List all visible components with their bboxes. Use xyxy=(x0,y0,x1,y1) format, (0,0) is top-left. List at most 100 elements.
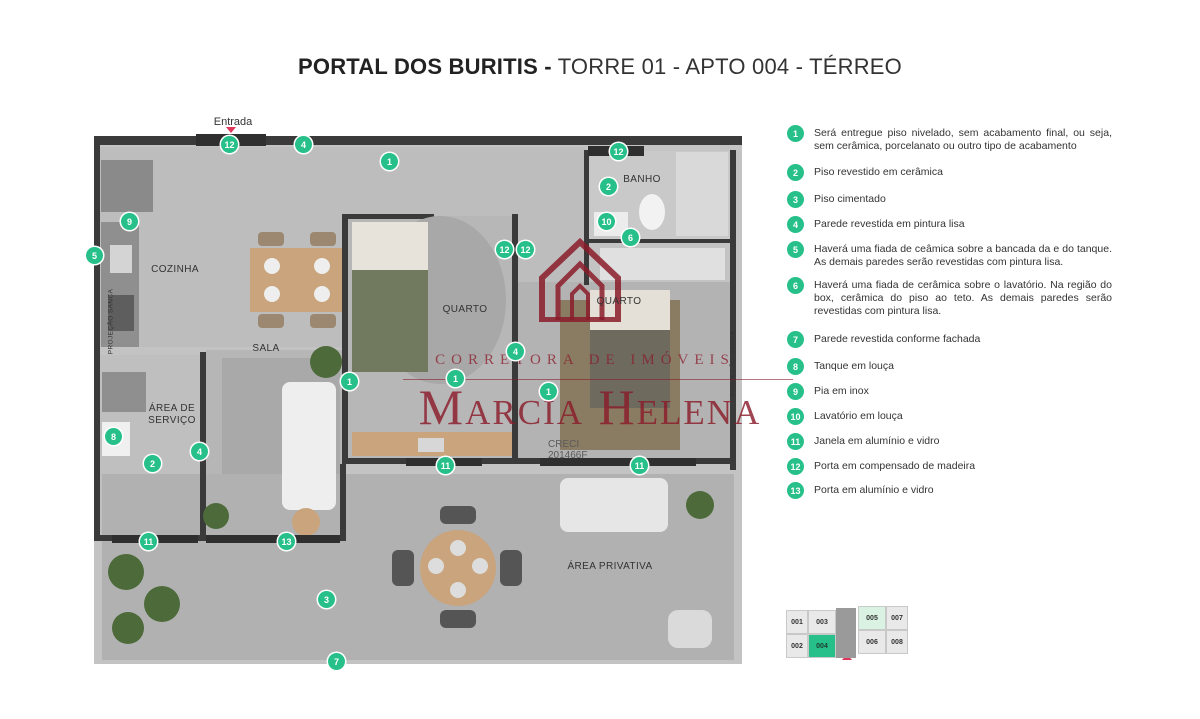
plan-marker: 1 xyxy=(540,383,557,400)
legend-item: 12 Porta em compensado de madeira xyxy=(787,458,1112,475)
unit-008: 008 xyxy=(886,630,908,654)
plan-marker: 4 xyxy=(507,343,524,360)
legend-marker: 9 xyxy=(787,383,804,400)
legend-text: Tanque em louça xyxy=(814,360,894,372)
room-label-banho: BANHO xyxy=(623,174,661,185)
unit-003: 003 xyxy=(808,610,836,634)
legend-marker: 5 xyxy=(787,241,804,258)
plan-marker: 1 xyxy=(341,373,358,390)
room-label-quarto-2: QUARTO xyxy=(596,296,642,307)
plan-marker: 12 xyxy=(496,241,513,258)
plan-marker: 12 xyxy=(517,241,534,258)
patio-chairs xyxy=(392,506,522,628)
plan-marker: 9 xyxy=(121,213,138,230)
projecao-sanca-left: PROJEÇÃO SANCA xyxy=(107,288,115,355)
legend-text: Será entregue piso nivelado, sem acabame… xyxy=(814,127,1112,152)
patio-plates xyxy=(428,540,488,598)
dining-chairs xyxy=(258,232,336,328)
washing-machine xyxy=(102,372,146,412)
legend-text: Piso revestido em cerâmica xyxy=(814,166,943,178)
legend-text: Porta em alumínio e vidro xyxy=(814,484,934,496)
plan-marker: 2 xyxy=(144,455,161,472)
unit-001: 001 xyxy=(786,610,808,634)
unit-005: 005 xyxy=(858,606,886,630)
legend-marker: 1 xyxy=(787,125,804,142)
page-title: PORTAL DOS BURITIS - TORRE 01 - APTO 004… xyxy=(0,54,1200,80)
legend-marker: 10 xyxy=(787,408,804,425)
legend-marker: 4 xyxy=(787,216,804,233)
legend-text: Janela em alumínio e vidro xyxy=(814,435,940,447)
plan-marker: 8 xyxy=(105,428,122,445)
legend-item: 5 Haverá uma fiada de ceâmica sobre a ba… xyxy=(787,241,1112,269)
plan-marker: 5 xyxy=(86,247,103,264)
legend-marker: 7 xyxy=(787,331,804,348)
bed-2-blanket xyxy=(590,330,670,408)
unit-006: 006 xyxy=(858,630,886,654)
pet-bed xyxy=(668,610,712,648)
dining-plates xyxy=(264,258,330,302)
plan-marker: 4 xyxy=(191,443,208,460)
plan-marker: 6 xyxy=(622,229,639,246)
legend-item: 4 Parede revestida em pintura lisa xyxy=(787,216,1112,233)
shower-box xyxy=(676,152,728,236)
legend-marker: 11 xyxy=(787,433,804,450)
legend-item: 7 Parede revestida conforme fachada xyxy=(787,331,1112,348)
legend-marker: 8 xyxy=(787,358,804,375)
legend-marker: 12 xyxy=(787,458,804,475)
legend-text: Parede revestida em pintura lisa xyxy=(814,218,965,230)
legend-item: 3 Piso cimentado xyxy=(787,191,1112,208)
side-table xyxy=(292,508,320,536)
legend-marker: 6 xyxy=(787,277,804,294)
legend-text: Haverá uma fiada de cerâmica sobre o lav… xyxy=(814,279,1112,317)
legend-item: 1 Será entregue piso nivelado, sem acaba… xyxy=(787,125,1112,153)
entrance-arrow xyxy=(226,127,236,133)
stove xyxy=(108,295,134,331)
unit-007: 007 xyxy=(886,606,908,630)
legend-marker: 2 xyxy=(787,164,804,181)
plan-marker: 7 xyxy=(328,653,345,670)
plan-marker: 11 xyxy=(631,457,648,474)
room-label-area-servico-1: ÁREA DE xyxy=(148,403,196,414)
plan-marker: 1 xyxy=(447,370,464,387)
title-project: PORTAL DOS BURITIS - xyxy=(298,54,552,79)
legend-text: Piso cimentado xyxy=(814,193,886,205)
legend-text: Haverá uma fiada de ceâmica sobre a banc… xyxy=(814,243,1112,268)
plants xyxy=(108,346,714,644)
entrance-label: Entrada xyxy=(213,116,253,128)
room-label-sala: SALA xyxy=(252,343,280,354)
legend-text: Parede revestida conforme fachada xyxy=(814,333,981,345)
legend-item: 2 Piso revestido em cerâmica xyxy=(787,164,1112,181)
plan-marker: 12 xyxy=(221,136,238,153)
plan-marker: 4 xyxy=(295,136,312,153)
plan-marker: 1 xyxy=(381,153,398,170)
tower-core xyxy=(836,608,856,658)
legend-item: 8 Tanque em louça xyxy=(787,358,1112,375)
unit-004: 004 xyxy=(808,634,836,658)
room-label-cozinha: COZINHA xyxy=(151,264,199,275)
legend-text: Porta em compensado de madeira xyxy=(814,460,976,472)
toilet xyxy=(639,194,665,230)
plan-marker: 11 xyxy=(140,533,157,550)
plan-marker: 11 xyxy=(437,457,454,474)
dining-table xyxy=(250,248,342,312)
sofa-living xyxy=(282,382,336,510)
legend-marker: 3 xyxy=(787,191,804,208)
legend-item: 6 Haverá uma fiada de cerâmica sobre o l… xyxy=(787,277,1112,318)
legend-item: 10 Lavatório em louça xyxy=(787,408,1112,425)
title-unit: TORRE 01 - APTO 004 - TÉRREO xyxy=(551,54,902,79)
sink xyxy=(110,245,132,273)
room-label-area-servico-2: SERVIÇO xyxy=(148,415,196,426)
wardrobe xyxy=(600,248,725,280)
laptop xyxy=(418,438,444,452)
patio-sofa xyxy=(560,478,668,532)
legend-text: Lavatório em louça xyxy=(814,410,903,422)
legend-item: 11 Janela em alumínio e vidro xyxy=(787,433,1112,450)
legend-marker: 13 xyxy=(787,482,804,499)
projecao-sanca-right: PROJEÇÃO SANCA xyxy=(729,330,737,397)
room-label-area-privativa: ÁREA PRIVATIVA xyxy=(567,561,653,572)
bed-1-blanket xyxy=(352,270,428,372)
patio-table xyxy=(420,530,496,606)
fridge xyxy=(101,160,153,212)
legend-item: 9 Pia em inox xyxy=(787,383,1112,400)
